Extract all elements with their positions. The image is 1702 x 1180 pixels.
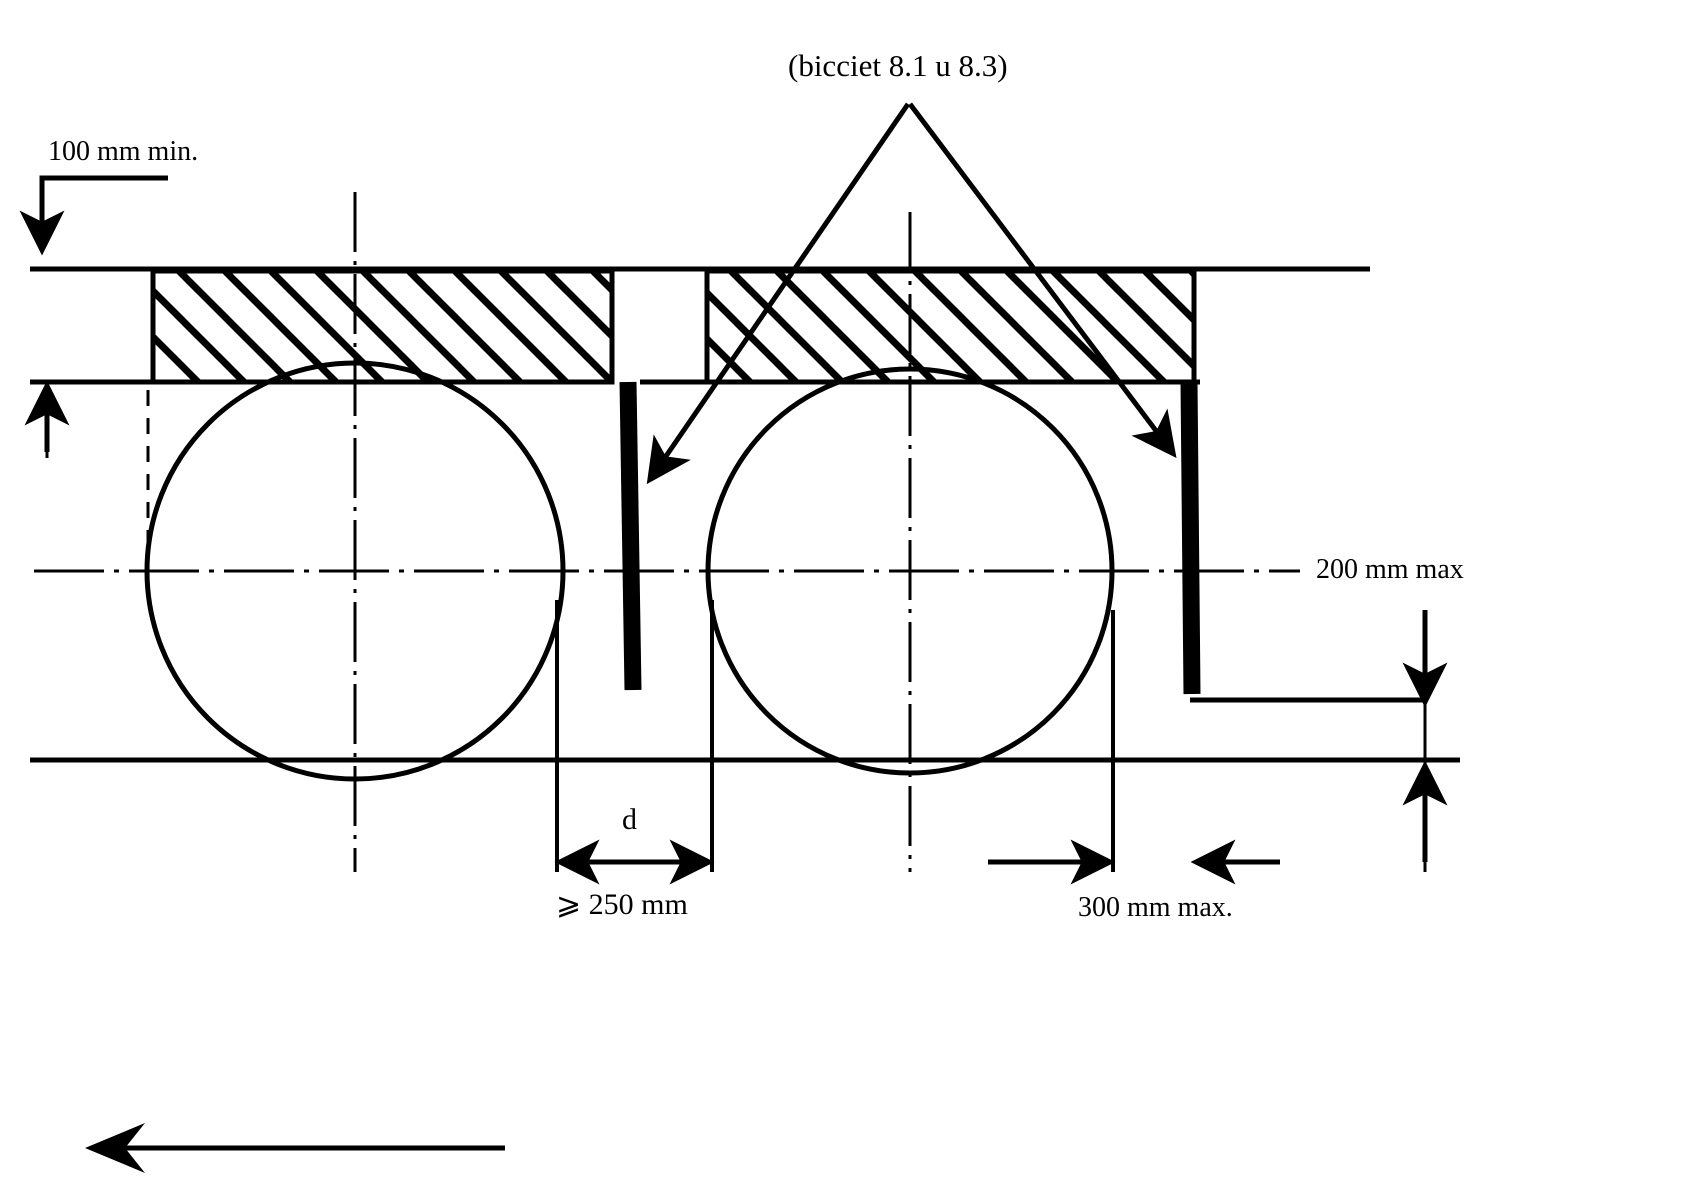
- hatched-slab-right: [704, 268, 1197, 385]
- label-spacing-min: ⩾ 250 mm: [556, 888, 688, 921]
- depth-leader-line: [1190, 610, 1428, 703]
- leader-to-right-bar: [908, 102, 1177, 458]
- title-leader-lines: [646, 102, 1177, 485]
- label-right-depth: 200 mm max: [1316, 554, 1464, 585]
- edge-dimension: [988, 610, 1280, 885]
- black-bar-right: [1180, 381, 1201, 695]
- label-spacing-symbol: d: [622, 803, 637, 836]
- diagram-title: (bicciet 8.1 u 8.3): [788, 48, 1008, 83]
- depth-dimension: [1190, 610, 1448, 872]
- cover-leader-line: [19, 175, 168, 256]
- black-bars: [619, 381, 1201, 695]
- cover-dimension: [19, 175, 168, 464]
- leader-to-center-bar: [646, 102, 911, 485]
- hatched-slabs: [150, 268, 1197, 385]
- label-edge-max: 300 mm max.: [1078, 892, 1233, 923]
- centre-lines: [34, 192, 1300, 872]
- black-bar-center: [619, 381, 642, 691]
- gap-dimension: [554, 600, 715, 885]
- label-top-cover: 100 mm min.: [48, 136, 199, 167]
